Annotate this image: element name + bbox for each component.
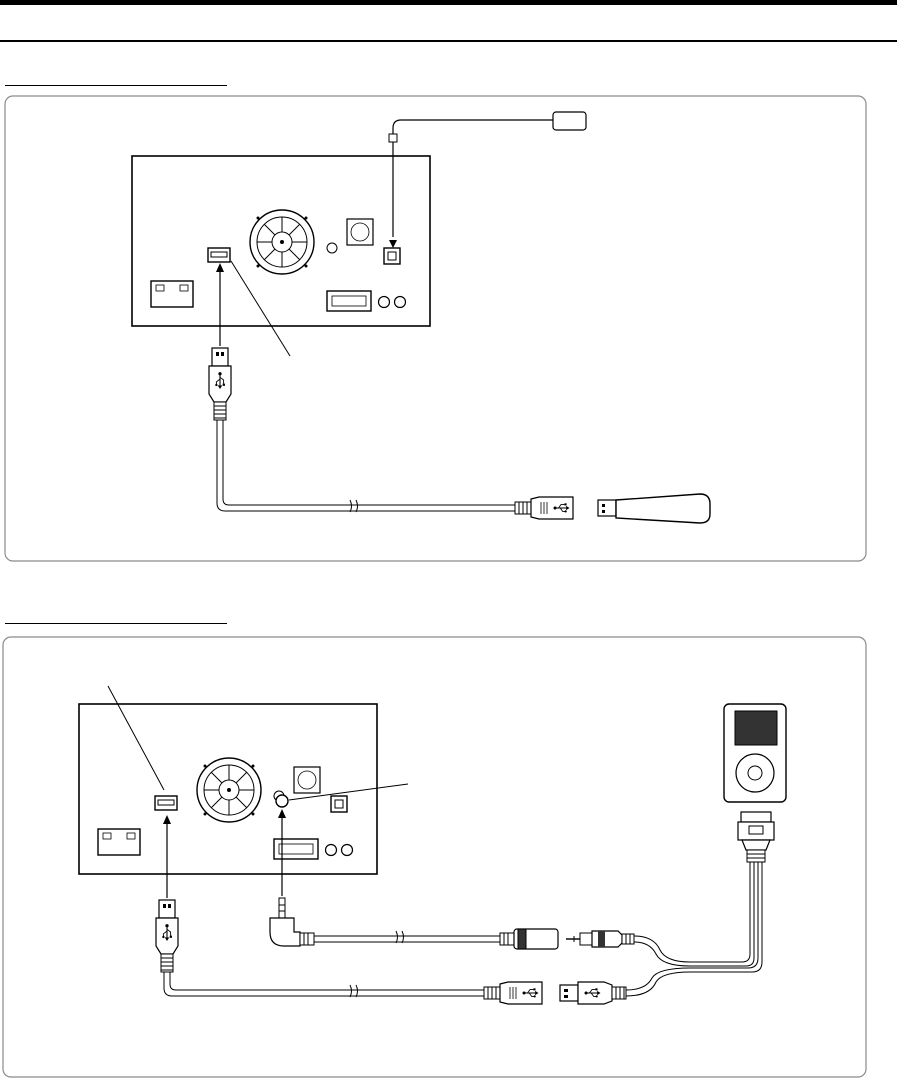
mini-jack-av-cable: [269, 809, 559, 950]
av-input-jack: [275, 794, 289, 808]
usb-cable-2: [156, 815, 542, 1004]
usb-port-callout-line-2: [107, 685, 165, 791]
gps-antenna: [388, 111, 587, 248]
ipod: [723, 703, 787, 803]
ipod-dock-connector: [737, 811, 775, 863]
ipod-av-mini-plug: [566, 930, 635, 948]
usb-port-callout-line: [230, 260, 291, 357]
page-header-rule: [0, 40, 897, 42]
usb-cable: [209, 263, 573, 519]
ipod-connection-cable: [625, 860, 763, 997]
head-unit-rear-panel-2: [78, 703, 378, 875]
page-header-bar: [0, 0, 897, 5]
ipod-usb-plug: [559, 981, 627, 1005]
section-2-underline: [5, 623, 227, 624]
av-input-callout-line: [288, 783, 409, 801]
usb-memory-stick: [597, 493, 711, 524]
section-1-underline: [5, 85, 227, 86]
head-unit-rear-panel: [131, 155, 431, 327]
